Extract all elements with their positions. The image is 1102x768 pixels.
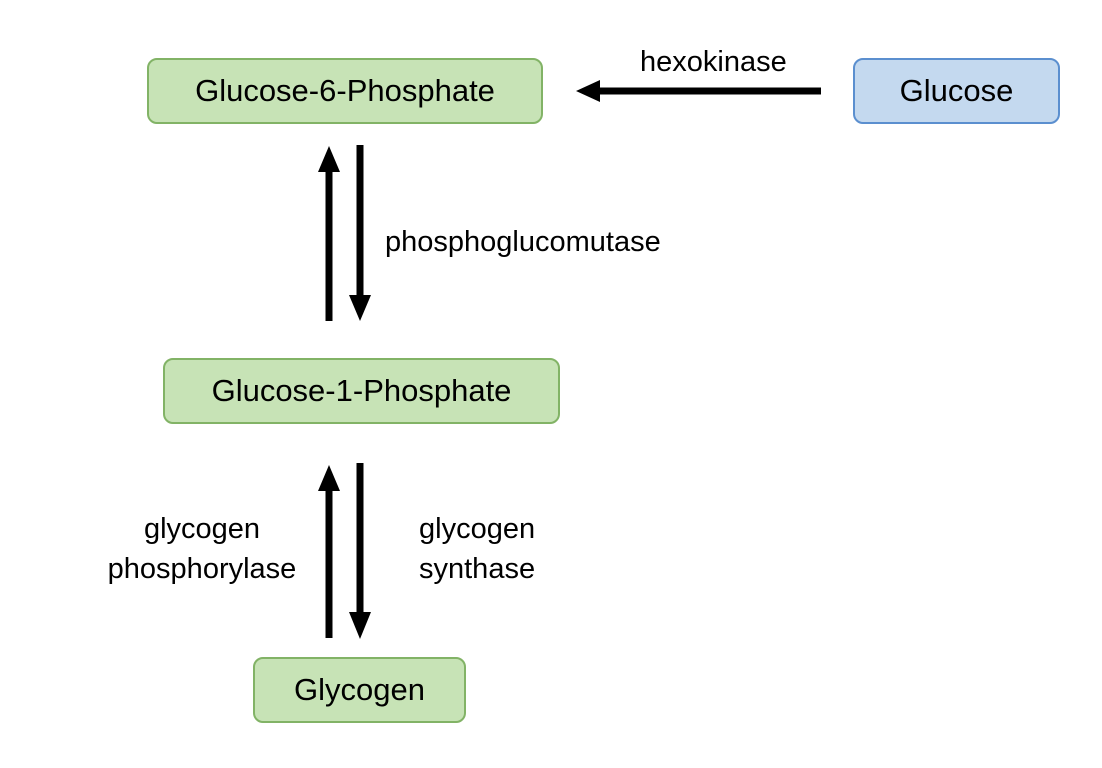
node-glucose-1-phosphate: Glucose-1-Phosphate — [163, 358, 560, 424]
node-glucose: Glucose — [853, 58, 1060, 124]
node-glucose-6-phosphate: Glucose-6-Phosphate — [147, 58, 543, 124]
label-phosphorylase-line-1: glycogen — [143, 513, 261, 545]
arrow-g1p-to-glycogen — [349, 463, 371, 639]
label-phosphorylase-line-2: phosphorylase — [107, 553, 297, 585]
label-synthase-line-1: glycogen — [419, 513, 536, 545]
label-glycogen-synthase: glycogen synthase — [419, 509, 535, 589]
arrow-glycogen-to-g1p — [318, 465, 340, 638]
arrow-g6p-to-g1p — [349, 145, 371, 321]
label-glycogen-phosphorylase: glycogen phosphorylase — [98, 509, 306, 589]
arrow-g1p-to-g6p — [318, 146, 340, 321]
label-hexokinase: hexokinase — [640, 46, 787, 78]
label-phosphoglucomutase: phosphoglucomutase — [385, 226, 661, 258]
node-glycogen: Glycogen — [253, 657, 466, 723]
arrow-hexokinase — [576, 80, 821, 102]
label-synthase-line-2: synthase — [419, 553, 536, 585]
